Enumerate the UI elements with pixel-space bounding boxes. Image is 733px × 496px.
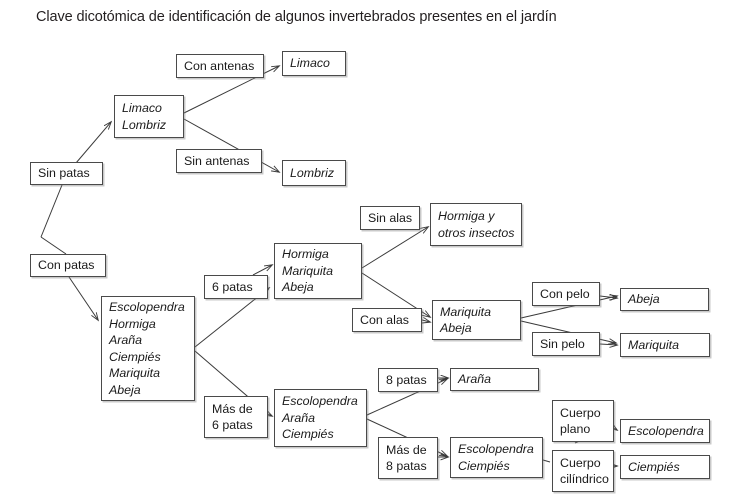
node-line: Abeja <box>440 321 472 335</box>
node-line: Sin patas <box>38 166 90 181</box>
node-lombriz[interactable]: Lombriz <box>282 160 346 186</box>
node-line: Escolopendra <box>109 300 185 314</box>
node-6-patas[interactable]: 6 patas <box>204 275 268 299</box>
node-line: cilíndrico <box>560 472 609 486</box>
node-line: Mariquita <box>440 304 491 319</box>
node-line: Araña <box>458 372 492 387</box>
node-escolopendra[interactable]: Escolopendra <box>620 419 710 443</box>
edge-escolopendraciempies-cuerpocilindrico <box>542 459 551 463</box>
node-8-patas[interactable]: 8 patas <box>378 368 438 392</box>
node-cuerpo-plano[interactable]: Cuerpo plano <box>552 400 614 442</box>
node-hormiga-mariquita-abeja[interactable]: Hormiga Mariquita Abeja <box>274 243 362 299</box>
node-line: Mariquita <box>282 263 333 278</box>
node-line: Limaco <box>122 101 162 115</box>
node-line: Más de <box>386 442 427 457</box>
node-line: Abeja <box>282 280 314 295</box>
node-con-pelo[interactable]: Con pelo <box>532 282 600 306</box>
node-line: Araña <box>109 333 143 347</box>
node-line: Ciempiés <box>458 458 510 473</box>
node-ciempies[interactable]: Ciempiés <box>620 455 710 479</box>
edge-root-sinpatas <box>40 184 63 238</box>
node-sin-alas[interactable]: Sin alas <box>360 206 420 230</box>
node-line: Hormiga <box>282 247 329 262</box>
node-con-antenas[interactable]: Con antenas <box>176 54 264 78</box>
node-abeja[interactable]: Abeja <box>620 288 709 311</box>
node-line: Cuerpo <box>560 455 601 470</box>
node-line: otros insectos <box>438 225 515 240</box>
node-line: Escolopendra <box>282 394 358 409</box>
node-line: Hormiga <box>109 316 156 331</box>
node-line: Con patas <box>38 258 95 273</box>
node-line: 6 patas <box>212 418 253 432</box>
node-cuerpo-cilindrico[interactable]: Cuerpo cilíndrico <box>552 450 614 492</box>
node-con-alas[interactable]: Con alas <box>352 308 422 332</box>
node-line: 8 patas <box>386 372 427 387</box>
node-con-patas-taxa-list[interactable]: Escolopendra Hormiga Araña Ciempiés Mari… <box>101 296 195 401</box>
node-line: Mariquita <box>109 366 160 380</box>
node-line: Escolopendra <box>458 442 534 456</box>
node-line: Araña <box>282 410 316 425</box>
edge-conalas-mariquitaabeja <box>421 320 430 322</box>
node-mariquita[interactable]: Mariquita <box>620 333 710 357</box>
node-line: Con pelo <box>540 286 590 301</box>
node-limaco-lombriz[interactable]: Limaco Lombriz <box>114 95 184 138</box>
edge-sinpelo-mariquita <box>599 344 617 345</box>
node-line: 6 patas <box>212 279 253 294</box>
node-sin-pelo[interactable]: Sin pelo <box>532 332 600 356</box>
node-line: Ciempiés <box>109 349 161 364</box>
node-line: Lombriz <box>122 117 167 132</box>
node-escolopendra-arana-ciempies[interactable]: Escolopendra Araña Ciempiés <box>274 389 367 447</box>
edge-masde6patas-escolopendragroup <box>268 414 272 416</box>
node-line: Sin antenas <box>184 153 250 168</box>
node-line: Ciempiés <box>628 459 680 474</box>
node-mariquita-abeja[interactable]: Mariquita Abeja <box>432 300 521 340</box>
node-mas-de-8-patas[interactable]: Más de 8 patas <box>378 437 438 479</box>
edge-6patas-hormigagroup <box>252 265 272 276</box>
node-escolopendra-ciempies[interactable]: Escolopendra Ciempiés <box>450 437 543 478</box>
node-line: Abeja <box>628 292 660 307</box>
node-line: Abeja <box>109 382 141 397</box>
page-title: Clave dicotómica de identificación de al… <box>36 9 557 25</box>
node-line: Más de <box>212 401 253 416</box>
node-line: Ciempiés <box>282 427 334 442</box>
node-line: Escolopendra <box>628 423 704 438</box>
edge-conpatas-taxalist <box>68 276 98 320</box>
node-line: Con antenas <box>184 58 255 73</box>
node-limaco[interactable]: Limaco <box>282 51 346 76</box>
edge-sinpatas-limacolombriz <box>75 122 111 164</box>
node-sin-patas[interactable]: Sin patas <box>30 162 103 185</box>
edge-conpelo-abeja <box>599 296 617 298</box>
node-arana[interactable]: Araña <box>450 368 539 391</box>
node-line: Cuerpo <box>560 405 601 420</box>
node-mas-de-6-patas[interactable]: Más de 6 patas <box>204 396 268 438</box>
edge-hormigagroup-sinalas <box>361 227 428 269</box>
node-line: Limaco <box>290 56 330 71</box>
node-sin-antenas[interactable]: Sin antenas <box>176 149 262 173</box>
edge-cuerpoplano-escolopendra <box>614 428 617 430</box>
node-line: 8 patas <box>386 459 427 473</box>
node-hormiga-y-otros-insectos[interactable]: Hormiga y otros insectos <box>430 203 522 246</box>
node-line: Mariquita <box>628 337 679 352</box>
node-line: Con alas <box>360 312 409 327</box>
node-line: Lombriz <box>290 165 335 180</box>
node-con-patas[interactable]: Con patas <box>30 254 106 277</box>
edge-root-conpatas <box>40 236 67 255</box>
node-line: Sin alas <box>368 210 413 225</box>
node-line: Sin pelo <box>540 336 585 351</box>
node-line: Hormiga y <box>438 209 495 223</box>
node-line: plano <box>560 422 591 436</box>
